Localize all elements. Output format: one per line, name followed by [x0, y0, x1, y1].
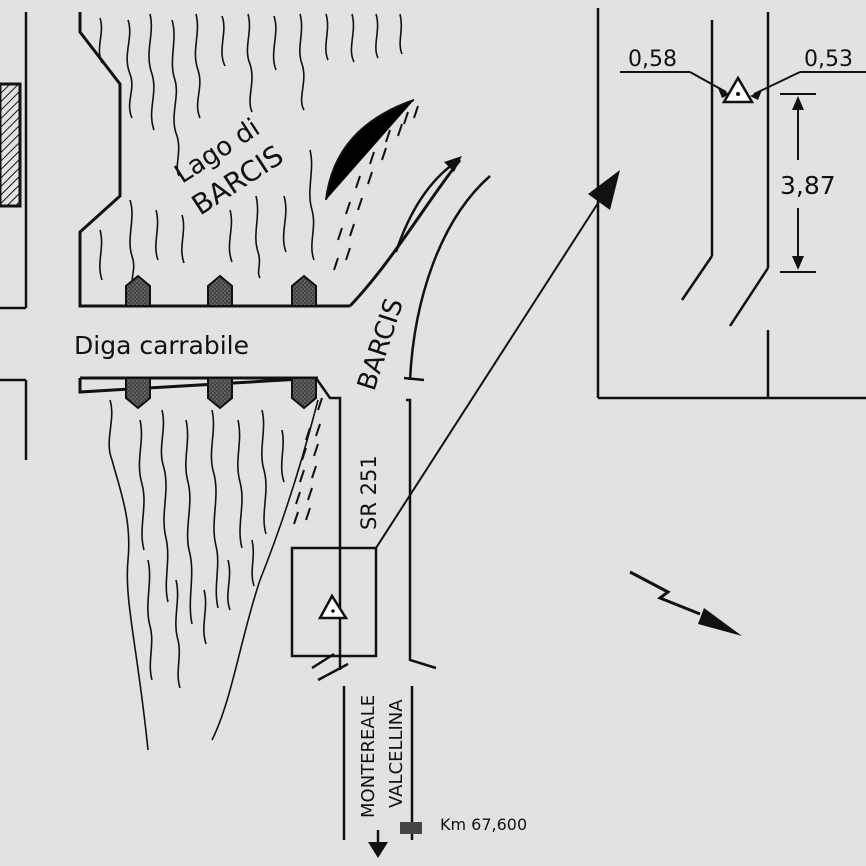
road-label: SR 251 — [357, 455, 381, 530]
detail-arrowhead — [588, 170, 620, 210]
road-arrow-north — [394, 160, 457, 253]
km-label: Km 67,600 — [440, 815, 527, 834]
lake-water-texture — [98, 13, 403, 287]
right-offset-value: 0,53 — [804, 47, 853, 72]
dam-label: Diga carrabile — [74, 331, 249, 360]
town-label: BARCIS — [352, 295, 410, 394]
benchmark-icon — [317, 593, 349, 620]
destination-line1: MONTEREALE — [358, 695, 379, 818]
benchmark-detail-icon — [721, 75, 755, 104]
detail-locator-box — [290, 546, 378, 658]
detail-panel — [596, 8, 866, 400]
detail-leader — [375, 199, 601, 549]
dam-piers-upper — [125, 274, 317, 307]
north-arrow-icon — [629, 570, 742, 636]
river-texture — [108, 399, 319, 751]
lake-outline — [78, 12, 350, 308]
destination-line2: VALCELLINA — [386, 699, 407, 808]
km-marker — [400, 822, 422, 834]
lake-shore-curve — [348, 159, 462, 308]
dam-piers-lower — [125, 377, 317, 410]
road — [311, 175, 491, 840]
left-offset-value: 0,58 — [628, 47, 677, 72]
arrowhead-north — [444, 156, 462, 172]
width-value: 3,87 — [780, 171, 836, 200]
width-dimension — [780, 93, 816, 273]
lower-lake-outline — [78, 376, 319, 394]
hatched-block — [0, 82, 22, 208]
embankment-upper — [325, 99, 419, 271]
south-arrow-icon — [368, 842, 388, 858]
embankment-lower — [293, 397, 323, 525]
left-building — [0, 12, 28, 460]
